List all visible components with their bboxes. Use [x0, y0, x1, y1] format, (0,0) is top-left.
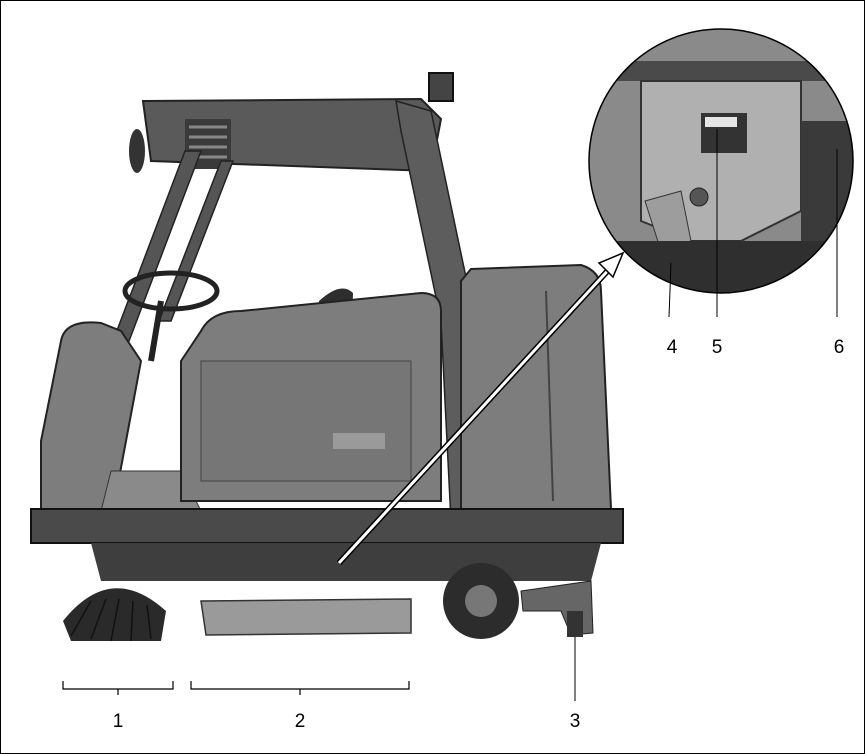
callout-5: 5 — [712, 337, 723, 358]
detail-inset — [588, 28, 854, 294]
front-pillar-inner — [157, 160, 235, 322]
callout-1: 1 — [113, 711, 124, 732]
steering-wheel — [122, 270, 220, 312]
left-mirror — [129, 129, 145, 173]
callout-3: 3 — [570, 711, 581, 732]
undercarriage — [91, 543, 601, 581]
side-broom — [63, 588, 166, 641]
recovery-tank — [460, 263, 613, 510]
bumper — [30, 508, 624, 544]
bracket-1 — [62, 681, 174, 695]
leader-4 — [668, 262, 672, 318]
scrubber-machine — [30, 72, 624, 642]
body-panel — [200, 360, 412, 482]
latch-bolt — [689, 187, 709, 207]
squeegee-wheel — [567, 611, 583, 637]
callout-6: 6 — [834, 337, 845, 358]
callout-4: 4 — [667, 337, 678, 358]
beacon-light — [428, 72, 454, 102]
callout-2: 2 — [295, 711, 306, 732]
body-label — [333, 433, 385, 449]
scrub-deck — [200, 598, 412, 636]
bracket-2 — [190, 681, 410, 695]
detail-arrow — [336, 251, 625, 566]
